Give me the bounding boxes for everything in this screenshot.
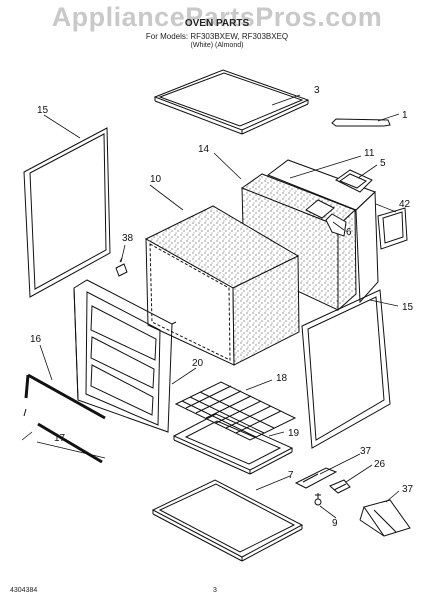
front-frame-part: [73, 279, 177, 433]
callout-6: 6: [346, 227, 352, 238]
callout-5: 5: [380, 158, 386, 169]
bottom-bracket-part: [294, 467, 338, 489]
callout-19: 19: [288, 428, 300, 439]
top-panel-part: [153, 69, 310, 135]
callout-labels: 3 1 15 14 11 5 10 42 38 6 15 16 20 18 19…: [30, 85, 414, 529]
left-side-panel-part: [23, 127, 111, 298]
callout-10: 14: [198, 144, 210, 155]
callout-37-bottom: 37: [402, 484, 414, 495]
callout-11: 10: [150, 174, 162, 185]
cavity-insulation-part: [144, 205, 300, 366]
rear-insulation-part: [240, 173, 357, 312]
watermark: AppliancePartsPros.com: [51, 2, 383, 32]
callout-14: 9: [332, 518, 338, 529]
callout-1: 1: [402, 110, 408, 121]
rear-wrapper-part: [266, 159, 379, 304]
callout-9: 11: [364, 148, 375, 159]
model-list: For Models: RF303BXEW, RF303BXEQ: [145, 32, 289, 41]
model-variants: (White) (Almond): [190, 42, 244, 49]
callout-16: 16: [30, 334, 42, 345]
callout-37-top: 37: [360, 446, 372, 457]
leveling-clip-part: [329, 479, 351, 494]
callout-26: 26: [374, 459, 386, 470]
callout-15-right: 15: [402, 302, 414, 313]
right-side-panel-part: [301, 289, 391, 449]
callout-7: 7: [288, 470, 294, 481]
callout-17: 17: [54, 433, 66, 444]
callout-3: 3: [314, 85, 320, 96]
anti-tip-bracket-part: [359, 499, 411, 537]
diagram-title: OVEN PARTS: [184, 18, 250, 29]
leveling-leg-part: [314, 493, 322, 506]
oven-rack-part: [174, 381, 297, 441]
callout-20: 20: [192, 358, 204, 369]
callout-38: 38: [122, 233, 134, 244]
callout-42: 42: [399, 199, 411, 210]
page-number: 3: [213, 587, 217, 594]
leader-lines: [21, 94, 400, 519]
callout-18: 18: [276, 373, 288, 384]
callout-15-left: 15: [37, 105, 49, 116]
broil-grid-part: [172, 413, 294, 475]
door-seal-strip-part: [23, 373, 106, 464]
bottom-panel-part: [151, 479, 304, 562]
side-bracket-part: [377, 207, 408, 250]
trim-bracket-part: [331, 118, 391, 127]
document-number: 4304384: [10, 587, 38, 594]
